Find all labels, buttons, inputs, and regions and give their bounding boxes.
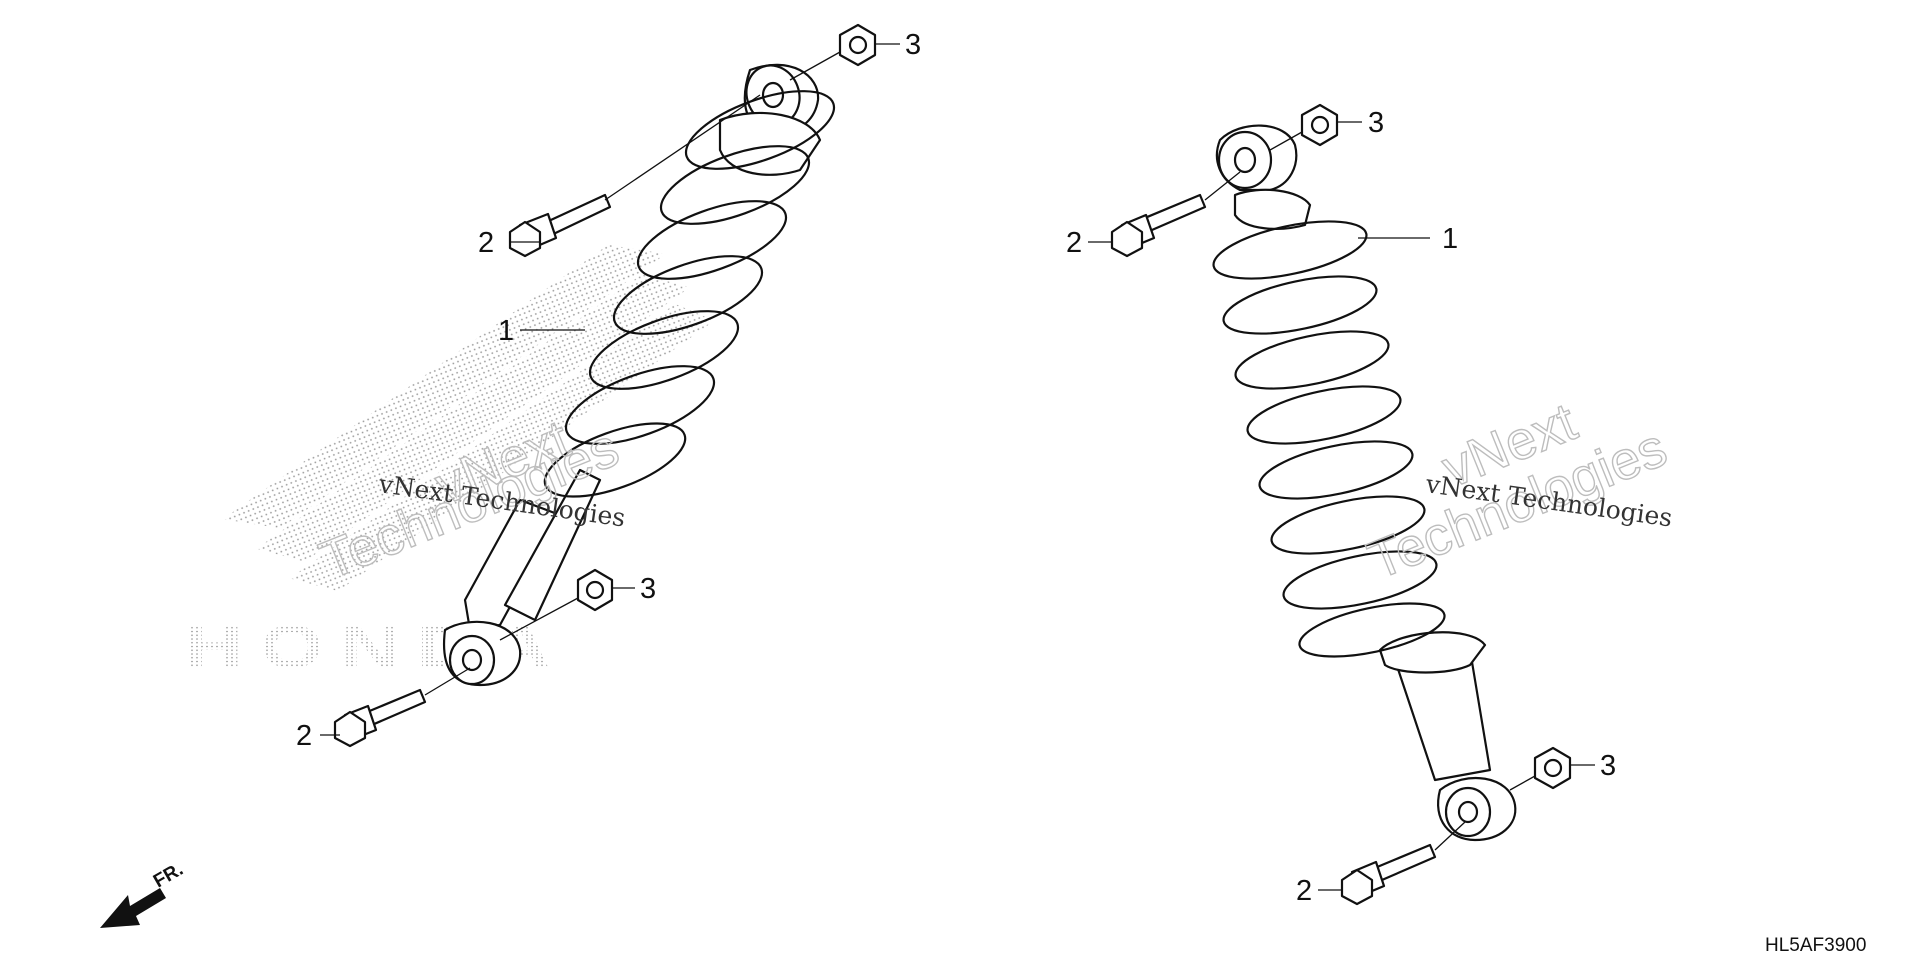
left-shock-absorber [442,63,836,687]
right-bottom-bolt [1340,821,1466,906]
left-top-bolt [508,94,761,258]
callout-left-bottom-bolt: 2 [296,720,312,752]
front-direction-arrow: FR. [100,859,187,928]
right-top-bolt [1110,171,1241,258]
callout-right-top-bolt: 2 [1066,227,1082,259]
callout-right-bottom-bolt: 2 [1296,875,1312,907]
left-top-nut [789,23,900,81]
callout-left-top-nut: 3 [905,29,921,61]
callout-left-bottom-nut: 3 [640,573,656,605]
callout-left-shock: 1 [498,315,514,347]
callout-right-top-nut: 3 [1368,107,1384,139]
callout-right-shock: 1 [1442,223,1458,255]
right-bottom-nut [1509,746,1595,791]
right-shock-absorber [1212,124,1517,842]
wing-logo [222,244,715,592]
right-coil-spring [1212,220,1446,658]
watermark-right: vNext Technologies vNext Technologies [1359,391,1675,592]
callout-left-top-bolt: 2 [478,227,494,259]
left-bottom-bolt [333,667,471,748]
arrow-icon [100,888,166,928]
left-bottom-eye [442,620,522,687]
left-coil-spring [543,90,836,498]
left-bottom-nut [499,568,635,641]
right-top-nut [1269,103,1362,151]
diagram-code: HL5AF3900 [1765,935,1866,956]
callout-right-bottom-nut: 3 [1600,750,1616,782]
fr-label: FR. [150,859,187,892]
right-bottom-eye [1437,776,1517,842]
